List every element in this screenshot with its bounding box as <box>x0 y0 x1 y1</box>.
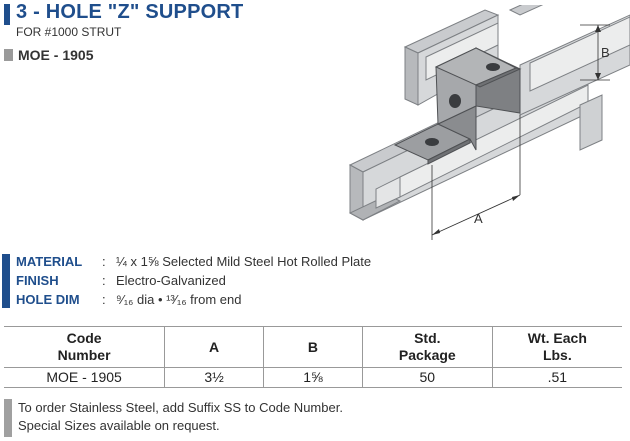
spec-value: Electro-Galvanized <box>116 273 226 288</box>
cell-code: MOE - 1905 <box>4 367 166 388</box>
cell-package: 50 <box>362 367 493 388</box>
dimension-b-label: B <box>601 45 610 60</box>
col-header-package: Std.Package <box>362 326 493 368</box>
spec-key: HOLE DIM <box>16 292 80 307</box>
spec-separator: : <box>102 254 106 269</box>
product-illustration: A B <box>348 5 630 240</box>
spec-separator: : <box>102 292 106 307</box>
spec-value: ¼ x 1⅝ Selected Mild Steel Hot Rolled Pl… <box>116 254 372 269</box>
dimension-a-label: A <box>474 211 483 226</box>
table-row: MOE - 1905 3½ 1⅝ 50 .51 <box>4 367 622 388</box>
spec-accent-bar <box>2 254 10 308</box>
col-header-a: A <box>164 326 265 368</box>
col-header-b: B <box>263 326 363 368</box>
spec-key: FINISH <box>16 273 59 288</box>
product-code: MOE - 1905 <box>18 47 94 63</box>
note-special-sizes: Special Sizes available on request. <box>18 418 220 433</box>
code-marker <box>4 49 13 61</box>
cell-b: 1⅝ <box>263 367 363 388</box>
cell-a: 3½ <box>164 367 265 388</box>
spec-value: ⁹⁄₁₆ dia • ¹³⁄₁₆ from end <box>116 292 242 307</box>
title-accent-bar <box>4 4 10 25</box>
page-subtitle: FOR #1000 STRUT <box>16 25 122 39</box>
note-stainless: To order Stainless Steel, add Suffix SS … <box>18 400 343 415</box>
spec-separator: : <box>102 273 106 288</box>
notes-marker <box>4 399 12 437</box>
cell-weight: .51 <box>547 369 568 385</box>
page-title: 3 - HOLE "Z" SUPPORT <box>16 1 244 23</box>
spec-key: MATERIAL <box>16 254 83 269</box>
